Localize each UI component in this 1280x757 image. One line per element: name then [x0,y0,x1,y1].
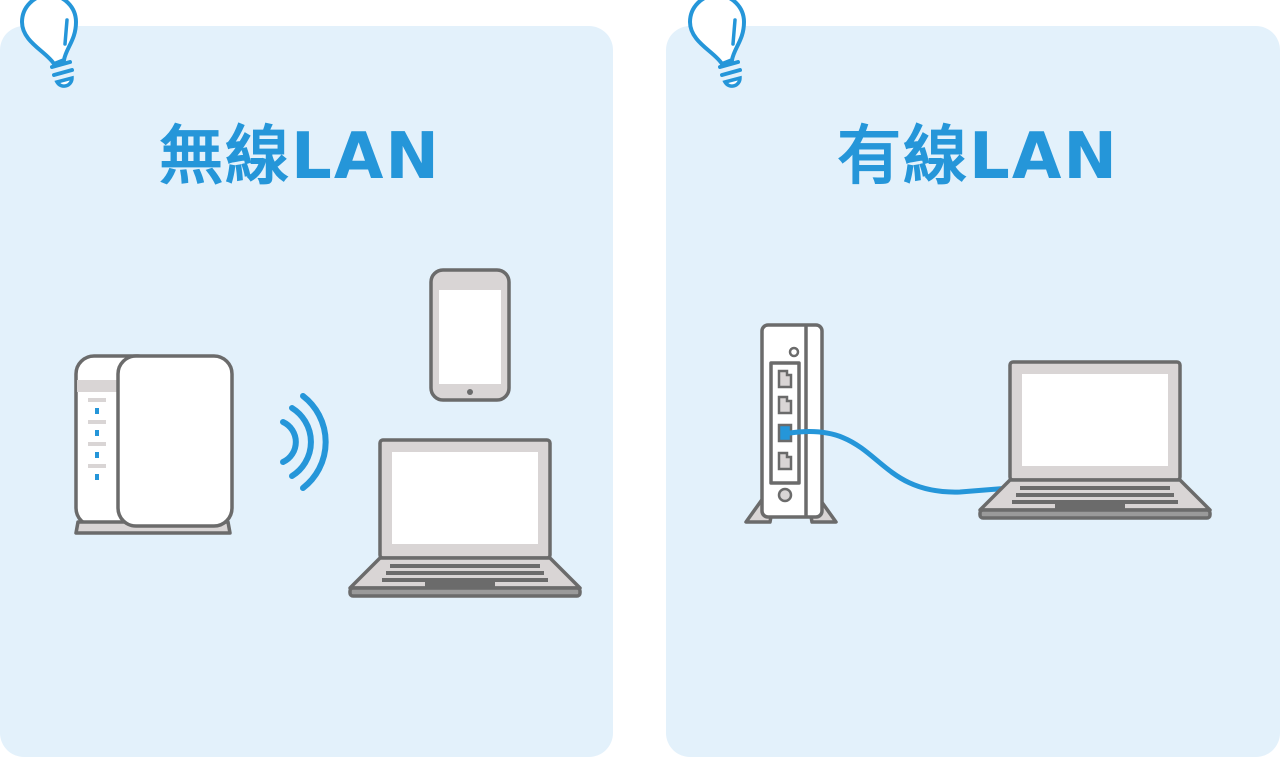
wired-lan-panel: 有線LAN [666,0,1280,757]
smartphone-icon [429,268,511,402]
panel-title: 有線LAN [837,120,1119,194]
laptop-icon [348,438,582,598]
panel-title: 無線LAN [159,120,441,194]
ethernet-cable [787,429,1013,495]
laptop-icon [978,360,1212,520]
wireless-lan-panel: 無線LAN [0,0,613,757]
wired-router-icon [744,323,838,524]
wifi-signal-icon [280,393,329,491]
wireless-router-icon [74,354,234,535]
panel-background [666,26,1280,757]
